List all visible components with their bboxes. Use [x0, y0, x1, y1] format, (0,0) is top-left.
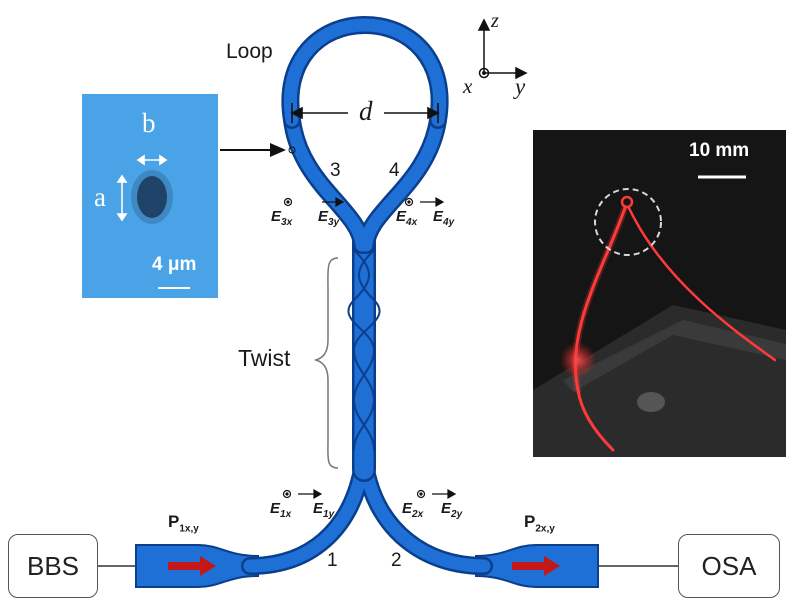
- axis-x-label: x: [463, 74, 473, 98]
- e4x-label: E4x: [396, 208, 418, 228]
- loop-label: Loop: [226, 40, 273, 63]
- micrograph-figure: [116, 154, 190, 289]
- glowing-loop: [620, 195, 634, 209]
- e3x-label: E3x: [271, 208, 293, 228]
- photo-scale-label: 10 mm: [689, 140, 750, 161]
- e2y-label: E2y: [441, 500, 463, 520]
- e3y-label: E3y: [318, 208, 340, 228]
- osa-box: OSA: [678, 534, 780, 598]
- d-label: d: [359, 96, 373, 126]
- twist-brace: [313, 257, 339, 469]
- highlight-circle: [594, 188, 662, 256]
- e2x-label: E2x: [402, 500, 424, 520]
- axis-z-label: z: [491, 10, 499, 32]
- axis-y-label: y: [515, 74, 526, 99]
- coordinate-axes: [477, 18, 528, 80]
- port-1-label: 1: [327, 550, 338, 571]
- twist-label: Twist: [238, 345, 291, 371]
- power-left-label: P1x,y: [168, 512, 199, 535]
- glowing-fiber-right: [627, 206, 777, 362]
- micrograph-inset: b a 4 μm: [82, 94, 218, 298]
- photo-figure: [533, 175, 786, 457]
- e1y-label: E1y: [313, 500, 335, 520]
- twist-helix: [347, 249, 381, 451]
- micro-a-label: a: [94, 182, 106, 212]
- fiber-core-spot: [137, 176, 167, 218]
- port-4-label: 4: [389, 160, 400, 181]
- propagation-arrows: [168, 556, 560, 576]
- d-dimension: [290, 103, 440, 123]
- bbs-box: BBS: [8, 534, 98, 598]
- micro-b-label: b: [142, 108, 156, 138]
- port-3-label: 3: [330, 160, 341, 181]
- e4y-label: E4y: [433, 208, 455, 228]
- port-2-label: 2: [391, 550, 402, 571]
- photo-inset: 10 mm: [533, 130, 786, 457]
- pointer-arrow: [220, 143, 296, 157]
- field-markers: [282, 196, 457, 500]
- power-right-label: P2x,y: [524, 512, 555, 535]
- micro-scale-label: 4 μm: [152, 254, 197, 275]
- e1x-label: E1x: [270, 500, 292, 520]
